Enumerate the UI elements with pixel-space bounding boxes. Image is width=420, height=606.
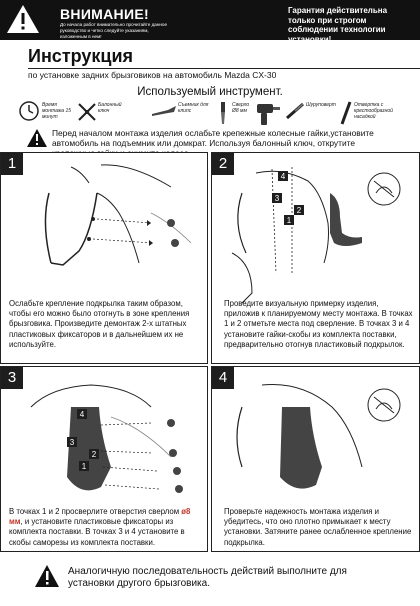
tool-label: Шуруповерт [306,102,336,108]
step-panel-2: 2 4 3 2 1 Проведите визуальную примерку … [211,152,420,364]
tool-label: Время монтажа 15 минут [42,102,72,120]
step-number: 3 [1,367,23,389]
tool-label: Съемник для клипс [178,102,209,114]
step-2-illustration: 4 3 2 1 [231,167,401,304]
callout-3: 3 [70,438,75,447]
tool-label: Балонный ключ [98,102,122,114]
step-text: Ослабьте крепление подкрылка таким образ… [9,299,190,349]
screwdriver-icon [286,102,304,120]
step-text: Проверьте надежность монтажа изделия и у… [224,507,412,547]
step-text: В точках 1 и 2 просверлите отверстия све… [9,507,205,548]
step-text-c: , и установите пластиковые фиксаторы из … [9,517,185,547]
drill-size: ø8 мм [9,507,191,527]
step-1-illustration [44,164,192,266]
callout-4: 4 [80,410,85,419]
caution-triangle-icon [35,565,59,587]
footer-note: Аналогичную последовательность действий … [68,566,347,589]
wheel-wrench-icon [78,103,96,121]
callout-1: 1 [82,462,87,471]
tools-title: Используемый инструмент. [137,86,283,98]
tool-label: Отвертка с крестообразной насадкой [354,102,393,120]
tool-wheel-wrench: Балонный ключ [76,96,136,130]
step-4-illustration [236,383,401,489]
step-panel-1: 1 Ослабьте крепление подкрылка таким обр… [0,152,208,364]
clock-icon [19,101,39,121]
step-panel-4: 4 Проверьте надежность монтажа изделия и… [211,366,420,552]
title-divider [28,68,420,69]
warning-triangle-icon [7,5,39,33]
caution-triangle-icon [27,129,47,147]
warning-title: ВНИМАНИЕ! [60,6,149,22]
phillips-screwdriver-icon [340,101,352,125]
step-number: 4 [212,367,234,389]
tools-row: Время монтажа 15 минут Балонный ключ Съе… [4,96,416,130]
tool-time: Время монтажа 15 минут [18,96,78,130]
warning-header-bar: ВНИМАНИЕ! До начала работ внимательно пр… [0,0,420,44]
tool-label: Сверло Ø8 мм [232,102,250,114]
page-subtitle: по установке задних брызговиков на автом… [28,70,277,80]
guarantee-note: Гарантия действительна только при строго… [288,6,388,44]
page-title: Инструкция [28,46,134,66]
screwdriver-drill-icon [257,104,280,125]
tool-drill-bit: Сверло Ø8 мм [216,96,256,130]
step-3-illustration: 4 3 2 1 [30,384,183,493]
callout-4: 4 [281,172,286,181]
step-panel-3: 3 4 3 2 1 В точках 1 и 2 просверлите отв… [0,366,208,552]
step-text: Проведите визуальную примерку изделия, п… [224,299,413,349]
tool-phillips-screwdriver: Отвертка с крестообразной насадкой [338,96,416,130]
tool-clip-remover: Съемник для клипс [150,96,210,130]
tool-screwdriver: Шуруповерт [284,96,346,130]
step-number: 1 [1,153,23,175]
step-number: 2 [212,153,234,175]
callout-3: 3 [275,194,280,203]
warning-subtext: До начала работ внимательно прочитайте д… [60,22,168,39]
callout-1: 1 [287,216,292,225]
clip-remover-icon [152,106,176,116]
callout-2: 2 [92,450,97,459]
tool-screwdriver-drill [254,96,284,130]
step-text-a: В точках 1 и 2 просверлите отверстия све… [9,507,182,516]
drill-bit-icon [221,102,225,124]
callout-2: 2 [297,206,302,215]
